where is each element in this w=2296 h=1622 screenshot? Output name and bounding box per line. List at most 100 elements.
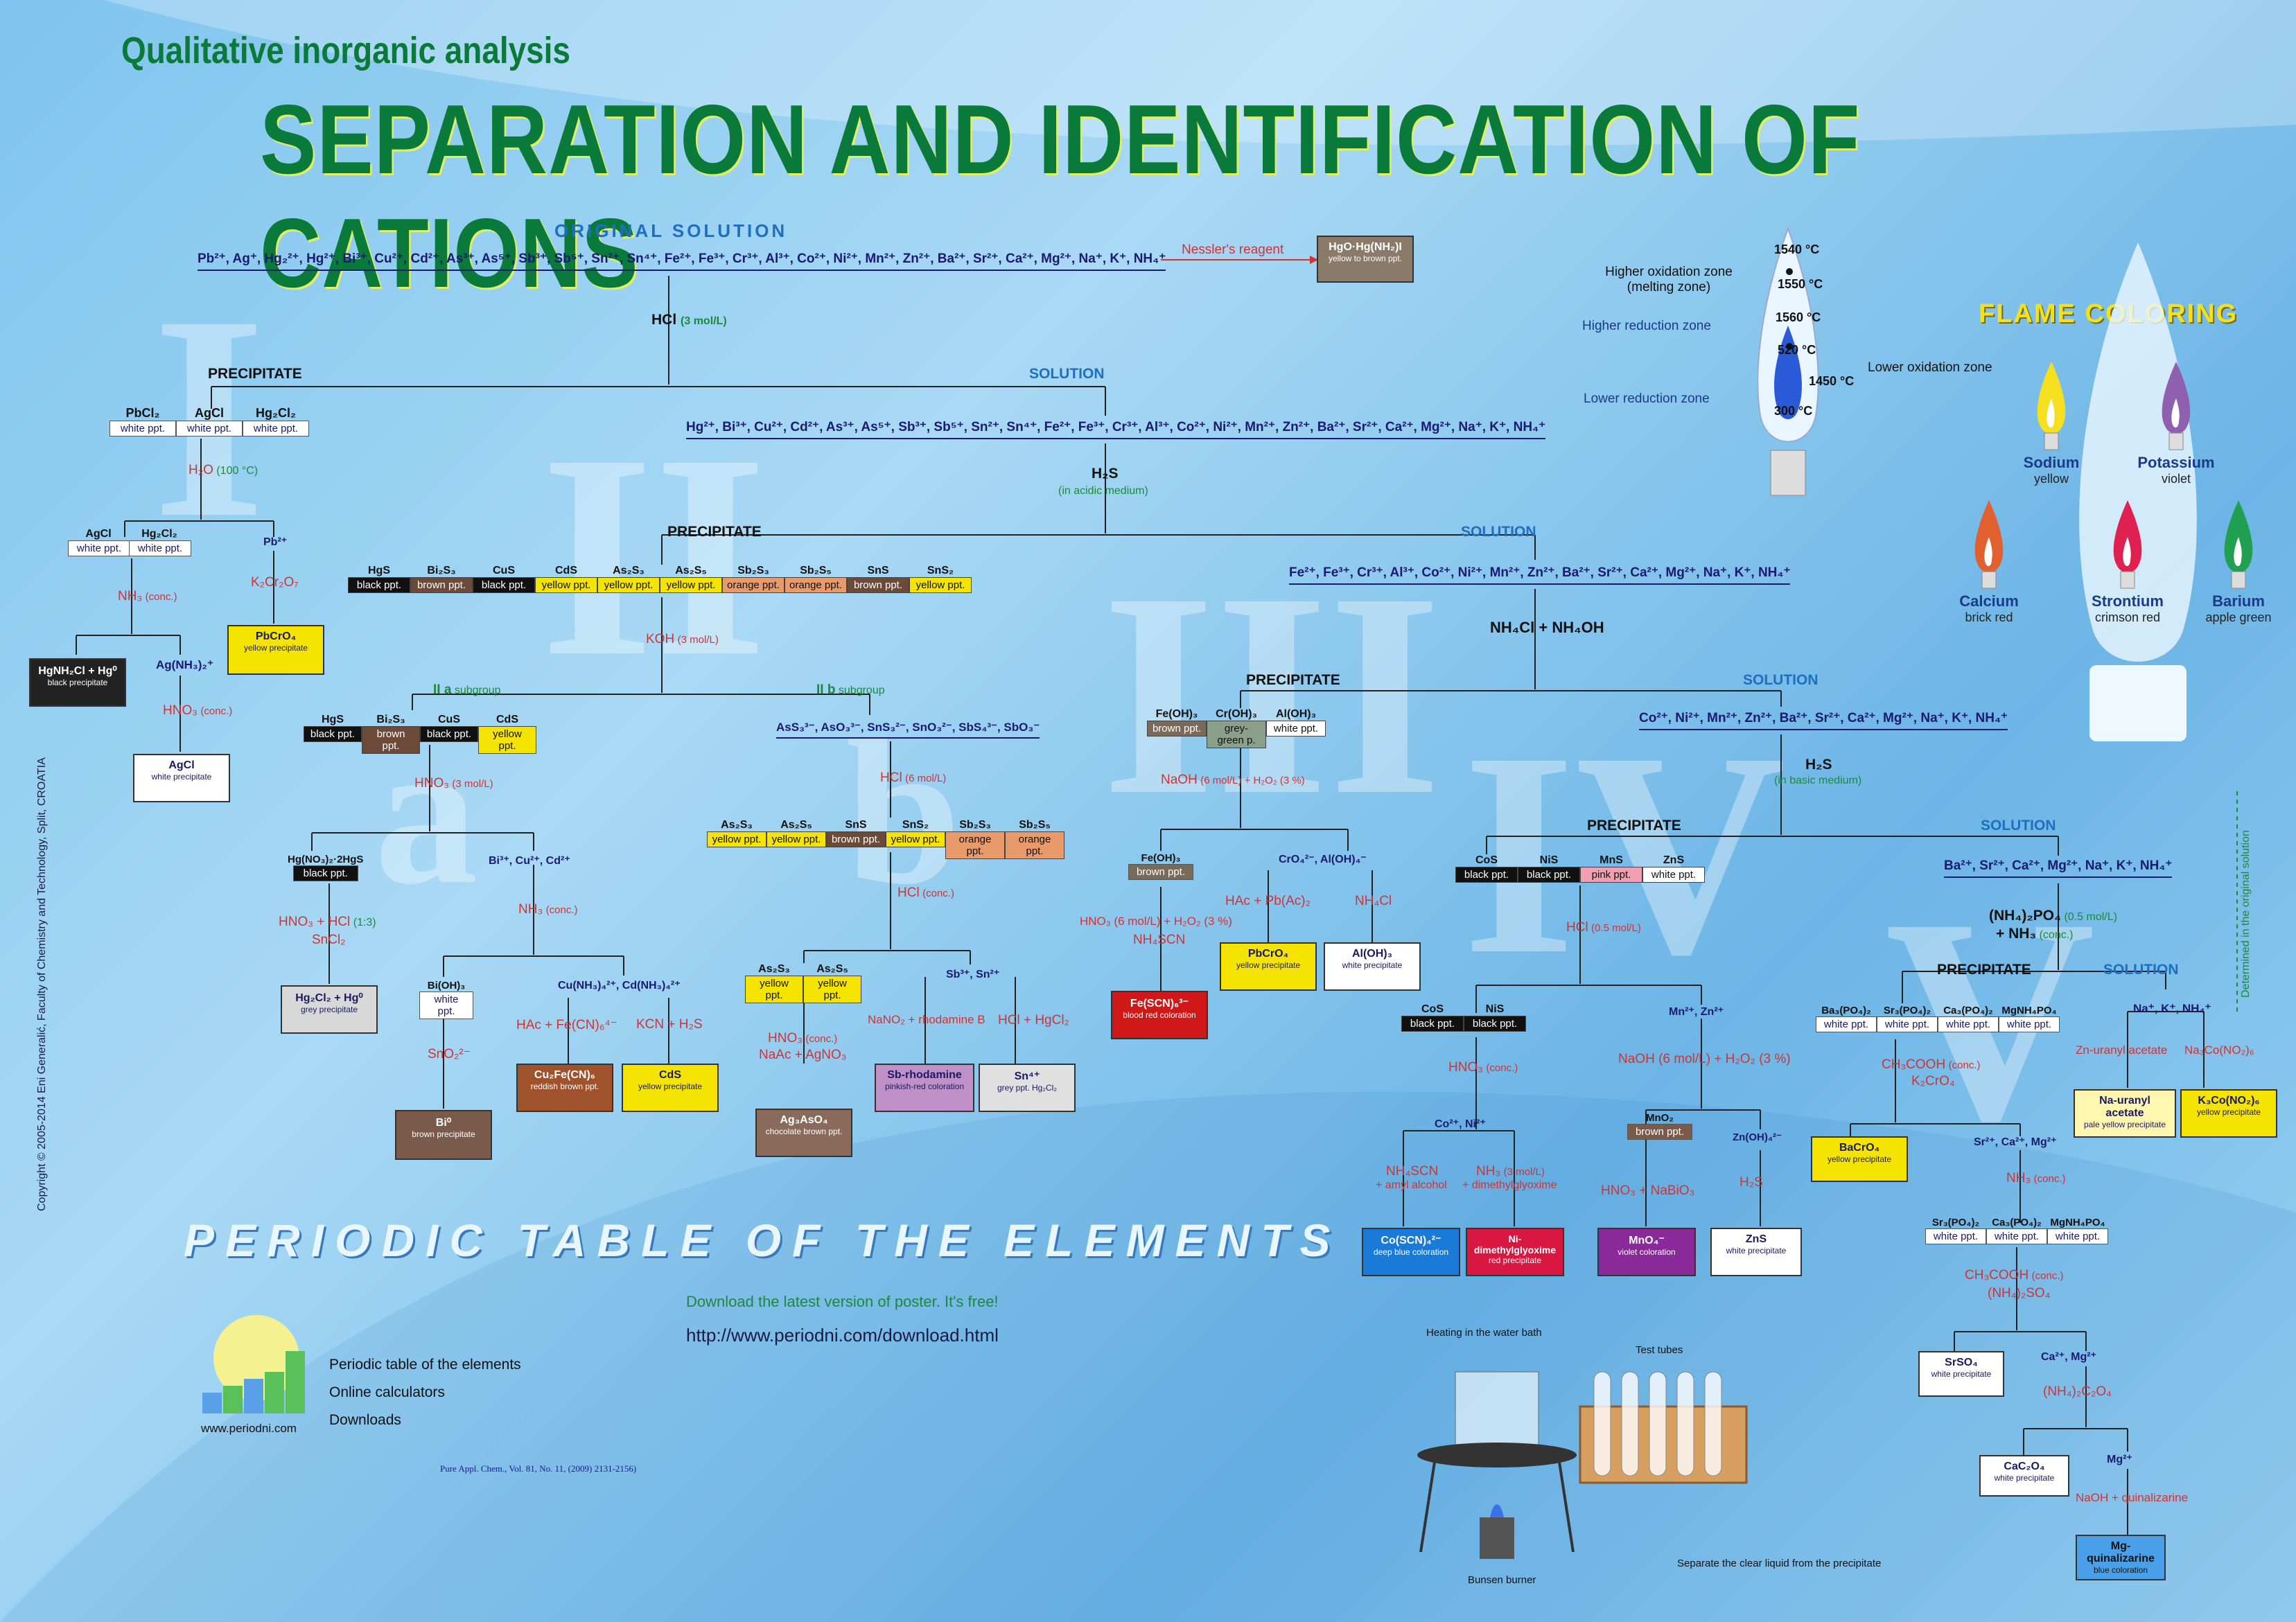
g2-aquaregia-step: HNO₃ + HCl (1:3) xyxy=(279,915,376,930)
g1-pbcl2: PbCl₂ xyxy=(125,406,160,420)
g1-water-step: H₂O (100 °C) xyxy=(189,463,258,478)
g4-ions: Co²⁺, Ni²⁺, Mn²⁺, Zn²⁺, Ba²⁺, Sr²⁺, Ca²⁺… xyxy=(1639,710,2008,730)
g2-as-row-formula: As₂S₃ xyxy=(758,963,790,975)
g3-feoh: Fe(OH)₃ xyxy=(1141,852,1181,864)
link-online-calculators[interactable]: Online calculators xyxy=(329,1384,445,1400)
g2-sulfides-formula: SnS xyxy=(867,565,889,576)
g5-k2cro4: K₂CrO₄ xyxy=(1911,1074,1955,1088)
g5-alkali: Na⁺, K⁺, NH₄⁺ xyxy=(2133,1002,2211,1015)
g4-zns-formula: ZnS xyxy=(1745,1233,1767,1245)
g1-nh3: NH₃ xyxy=(118,589,143,603)
g4-mno4-caption: violet coloration xyxy=(1618,1247,1676,1257)
g2-sb-caption: pinkish-red coloration xyxy=(884,1082,965,1091)
g5-nh3-conc: (conc.) xyxy=(2033,1173,2066,1185)
link-downloads[interactable]: Downloads xyxy=(329,1412,401,1428)
g5-ch3cooh-2-conc: (conc.) xyxy=(2031,1270,2064,1282)
g2-hno3c-step: HNO₃ (conc.) xyxy=(768,1031,837,1046)
g5-mg-box: Mg-quinalizarine blue coloration xyxy=(2076,1535,2166,1580)
g2-cufe-box: Cu₂Fe(CN)₆ reddish brown ppt. xyxy=(516,1064,613,1112)
g4-naoh: NaOH (6 mol/L) + H₂O₂ (3 %) xyxy=(1618,1052,1791,1066)
g4-hcl-conc: (0.5 mol/L) xyxy=(1591,922,1641,934)
g1-hno3: HNO₃ xyxy=(163,703,198,718)
flame-icon xyxy=(2162,362,2191,450)
g1-solution-label: SOLUTION xyxy=(1029,366,1105,382)
test-tubes-illustration xyxy=(1579,1371,1748,1484)
g5-bacro4-box: BaCrO₄ yellow precipitate xyxy=(1811,1136,1908,1182)
g2-iib-row-formula: Sb₂S₅ xyxy=(1019,819,1051,831)
g3-fe-formula: Fe(SCN)₆³⁻ xyxy=(1130,998,1189,1010)
g2-bi-formula: Bi⁰ xyxy=(435,1117,452,1129)
g1-agcl: AgCl xyxy=(195,406,224,420)
g1-hg2cl2-cell: white ppt. xyxy=(243,421,309,437)
link-periodic-table[interactable]: Periodic table of the elements xyxy=(329,1357,521,1373)
g2-as-row-cell: yellow ppt. xyxy=(745,976,803,1003)
g5-camg: Ca²⁺, Mg²⁺ xyxy=(2041,1351,2096,1363)
bunsen-label: Bunsen burner xyxy=(1468,1574,1536,1586)
flame-t1450: 1450 °C xyxy=(1809,374,1855,388)
g4-row-formula: ZnS xyxy=(1663,854,1685,866)
g3-hacpb: HAc + Pb(Ac)₂ xyxy=(1225,894,1311,908)
g2-hcl6-conc: (6 mol/L) xyxy=(905,773,947,784)
g5-ca3po4: Ca₃(PO₄)₂ xyxy=(1943,1005,1993,1016)
g1-agcl-box: AgCl white precipitate xyxy=(133,754,230,802)
nessler-result-formula: HgO·Hg(NH₂)I xyxy=(1329,241,1402,253)
lower-oxidation-zone: Lower oxidation zone xyxy=(1868,360,1992,375)
flame-icon xyxy=(1974,500,2004,589)
g4-mno4-formula: MnO₄⁻ xyxy=(1629,1235,1665,1246)
g4-hcl-step: HCl (0.5 mol/L) xyxy=(1566,920,1641,935)
g2-naac: NaAc + AgNO₃ xyxy=(759,1048,847,1062)
download-note: Download the latest version of poster. I… xyxy=(686,1293,999,1310)
g2-iia-subgroup: subgroup xyxy=(454,685,501,696)
g2-sulfides-cell: yellow ppt. xyxy=(535,577,597,593)
g5-nh4so4: (NH₄)₂SO₄ xyxy=(1988,1286,2051,1301)
g3-nh4scn: NH₄SCN xyxy=(1133,933,1186,947)
g2-iib-row-formula: SnS₂ xyxy=(902,819,929,831)
g1-hg-result-caption: black precipitate xyxy=(47,678,108,687)
g2-iib-row-cell: orange ppt. xyxy=(1005,831,1064,859)
g4-hno3-step: HNO₃ (conc.) xyxy=(1448,1060,1518,1075)
g5-mgnh4po4-cell: white ppt. xyxy=(1999,1016,2060,1032)
download-url[interactable]: http://www.periodni.com/download.html xyxy=(686,1325,999,1346)
g5-ch3cooh-2: CH₃COOH xyxy=(1965,1268,2029,1282)
g2-bioh-box: Bi(OH)₃ white ppt. xyxy=(419,980,473,1019)
g4-co-box: Co(SCN)₄²⁻ deep blue coloration xyxy=(1362,1228,1460,1276)
nessler-reagent: Nessler's reagent xyxy=(1182,243,1284,257)
periodic-table-title: PERIODIC TABLE OF THE ELEMENTS xyxy=(184,1215,1342,1266)
flame-element-name: Barium xyxy=(2212,592,2265,610)
g3-pbcro4-box: PbCrO₄ yellow precipitate xyxy=(1220,942,1317,991)
g4-solution-label: SOLUTION xyxy=(1981,818,2056,834)
g1-hg-result-formula: HgNH₂Cl + Hg⁰ xyxy=(38,665,117,677)
g2-as-row-formula: As₂S₅ xyxy=(816,963,848,975)
flame-color-name: apple green xyxy=(2205,610,2272,624)
g2-koh: KOH xyxy=(646,632,675,646)
g2-sulfides-cell: black ppt. xyxy=(348,577,410,593)
poster-title: SEPARATION AND IDENTIFICATION OF CATIONS xyxy=(260,85,1861,308)
g1-hg2cl2-2-cell: white ppt. xyxy=(129,540,191,556)
g5-bacro4-formula: BaCrO₄ xyxy=(1839,1142,1880,1154)
g2-nh3-conc: (conc.) xyxy=(545,904,578,916)
g2-iib-row-cell: brown ppt. xyxy=(826,831,886,847)
g2-sncl2: SnCl₂ xyxy=(312,933,346,947)
g5-mgnh4po4-2: MgNH₄PO₄ xyxy=(2050,1217,2105,1228)
g4-mno2-cell: brown ppt. xyxy=(1627,1124,1692,1140)
g2-iib-row-formula: Sb₂S₃ xyxy=(959,819,991,831)
g2-sb-formula: Sb-rhodamine xyxy=(887,1069,962,1081)
g3-nh4cl: NH₄Cl xyxy=(1355,894,1392,908)
g4-znoh: Zn(OH)₄²⁻ xyxy=(1733,1131,1782,1143)
g4-zns-caption: white precipitate xyxy=(1726,1246,1787,1255)
g2-iia-row-cell: brown ppt. xyxy=(362,726,420,754)
g5-sr3po4-2-cell: white ppt. xyxy=(1925,1228,1986,1244)
g1-pb-ion: Pb²⁺ xyxy=(263,536,288,548)
g2-ag3aso4-formula: Ag₃AsO₄ xyxy=(780,1114,828,1126)
